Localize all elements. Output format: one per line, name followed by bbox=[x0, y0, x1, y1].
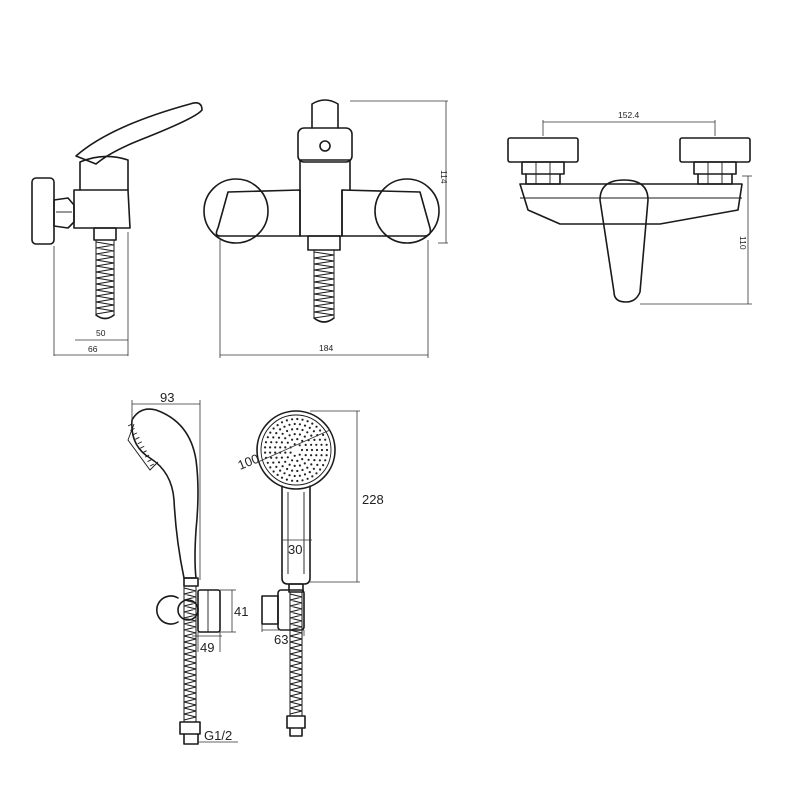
dim-66: 66 bbox=[88, 344, 98, 354]
dim-152-4: 152.4 bbox=[618, 110, 640, 120]
dim-50: 50 bbox=[96, 328, 106, 338]
dim-110: 110 bbox=[738, 236, 748, 250]
handshower-side-view: 93 41 49 G1/2 bbox=[127, 390, 248, 745]
dim-228: 228 bbox=[362, 492, 384, 507]
dim-93: 93 bbox=[160, 390, 174, 405]
handshower-front-view: 228 100 30 63 bbox=[236, 410, 384, 737]
mixer-front-view: 114 184 bbox=[203, 99, 449, 358]
mixer-top-view: 152.4 110 bbox=[507, 110, 752, 305]
dim-63: 63 bbox=[274, 632, 288, 647]
thread-label: G1/2 bbox=[204, 728, 232, 743]
dim-114: 114 bbox=[439, 170, 449, 184]
dim-184: 184 bbox=[319, 343, 333, 353]
dim-41: 41 bbox=[234, 604, 248, 619]
dim-30: 30 bbox=[288, 542, 302, 557]
mixer-side-view: 50 66 bbox=[31, 102, 203, 356]
dim-49: 49 bbox=[200, 640, 214, 655]
